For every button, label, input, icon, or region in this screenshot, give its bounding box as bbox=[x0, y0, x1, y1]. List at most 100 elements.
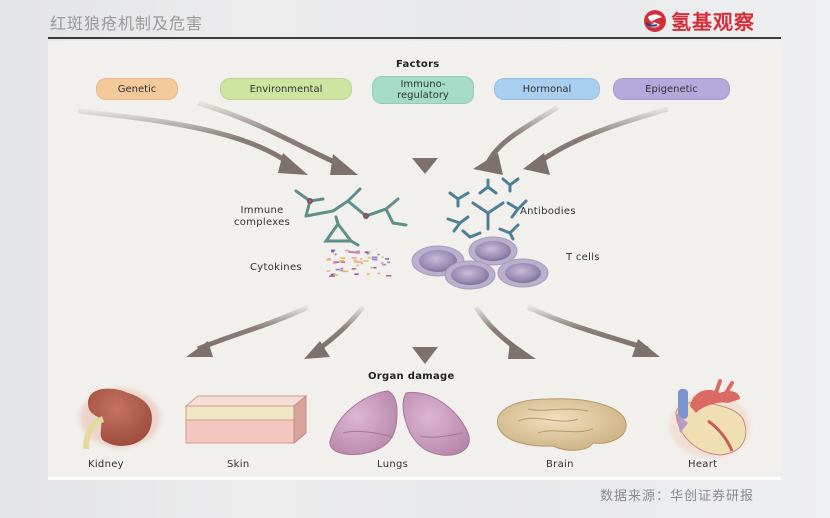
cytokine-speck bbox=[334, 253, 337, 256]
brand-name: 氢基观察 bbox=[671, 10, 755, 34]
cytokine-speck bbox=[331, 249, 336, 252]
heart-illustration bbox=[670, 379, 750, 458]
factors-heading: Factors bbox=[396, 59, 440, 70]
cytokine-speck bbox=[340, 269, 344, 272]
arrow-environmental bbox=[197, 100, 358, 175]
factor-genetic-label: Genetic bbox=[117, 83, 157, 95]
factor-immunoregulatory: Immuno- regulatory bbox=[372, 76, 474, 104]
cytokine-speck bbox=[330, 273, 336, 276]
lupus-mechanism-figure: Factors Genetic Environmental Immuno- re… bbox=[48, 41, 781, 477]
cytokine-speck bbox=[386, 275, 392, 277]
cytokine-speck bbox=[382, 263, 386, 266]
arrow-epigenetic bbox=[523, 106, 669, 175]
cytokine-speck bbox=[331, 250, 334, 253]
brain-illustration bbox=[496, 398, 627, 451]
factor-hormonal: Hormonal bbox=[494, 78, 600, 100]
arrow-to-lungs bbox=[412, 307, 438, 364]
brand: 氢基观察 bbox=[643, 6, 755, 35]
factor-epigenetic: Epigenetic bbox=[613, 78, 730, 100]
cytokine-speck bbox=[356, 261, 363, 263]
organ-arrows bbox=[186, 304, 660, 364]
diagram-graphics bbox=[77, 100, 750, 458]
factor-environmental-label: Environmental bbox=[249, 83, 323, 95]
cytokine-speck bbox=[326, 270, 331, 272]
cytokine-speck bbox=[387, 261, 390, 264]
cytokine-speck bbox=[335, 268, 341, 271]
cytokine-speck bbox=[366, 273, 370, 275]
source-note: 数据来源：华创证券研报 bbox=[600, 489, 755, 504]
cytokine-speck bbox=[354, 273, 359, 275]
organ-skin-label: Skin bbox=[227, 459, 250, 470]
organ-lungs-label: Lungs bbox=[377, 459, 409, 470]
cytokine-speck bbox=[371, 256, 378, 259]
cytokine-speck bbox=[372, 266, 377, 269]
cytokine-speck bbox=[377, 272, 381, 275]
organ-kidney-label: Kidney bbox=[88, 459, 124, 470]
cytokine-speck bbox=[366, 252, 370, 255]
cytokines-label: Cytokines bbox=[250, 262, 302, 273]
cytokine-speck bbox=[333, 274, 339, 276]
cytokine-speck bbox=[356, 250, 360, 253]
immune-complexes-label: Immune complexes bbox=[234, 205, 291, 228]
factor-genetic: Genetic bbox=[96, 78, 178, 100]
cytokine-speck bbox=[364, 251, 369, 253]
factor-environmental: Environmental bbox=[220, 78, 352, 100]
factor-epigenetic-label: Epigenetic bbox=[645, 83, 698, 95]
antibodies-label: Antibodies bbox=[520, 206, 576, 217]
cytokine-speck bbox=[367, 256, 371, 259]
antibodies-illustration bbox=[446, 177, 528, 241]
cytokine-speck bbox=[339, 260, 344, 262]
cytokine-speck bbox=[327, 258, 331, 260]
cytokine-speck bbox=[377, 253, 380, 256]
cytokine-speck bbox=[385, 258, 389, 260]
factor-immunoregulatory-label: Immuno- regulatory bbox=[397, 79, 449, 101]
arrow-to-kidney bbox=[186, 304, 310, 357]
cytokine-speck bbox=[359, 258, 363, 260]
factor-hormonal-label: Hormonal bbox=[522, 83, 572, 95]
cytokine-speck bbox=[381, 256, 384, 258]
cytokine-speck bbox=[360, 262, 364, 265]
bottom-divider bbox=[48, 477, 218, 480]
lungs-illustration bbox=[329, 390, 470, 456]
kidney-illustration bbox=[80, 388, 160, 450]
cytokine-speck bbox=[371, 258, 378, 261]
skin-illustration bbox=[184, 394, 308, 445]
cytokine-speck bbox=[355, 252, 361, 255]
arrow-genetic bbox=[77, 108, 308, 175]
title-divider bbox=[48, 37, 781, 39]
arrow-hormonal bbox=[473, 104, 560, 175]
cytokines-illustration bbox=[326, 249, 392, 277]
t-cells-illustration bbox=[411, 236, 549, 290]
cytokine-speck bbox=[330, 274, 334, 277]
cytokine-speck bbox=[353, 261, 357, 263]
cytokine-speck bbox=[351, 268, 357, 270]
arrow-to-brain bbox=[473, 305, 536, 359]
cytokine-speck bbox=[326, 259, 331, 261]
cytokine-speck bbox=[340, 257, 346, 259]
t-cells-label: T cells bbox=[566, 252, 600, 263]
cytokine-speck bbox=[356, 264, 359, 267]
cytokine-speck bbox=[344, 249, 350, 252]
cytokine-speck bbox=[333, 261, 340, 263]
bottom-divider-right bbox=[218, 477, 781, 480]
slide-title: 红斑狼疮机制及危害 bbox=[50, 14, 204, 33]
cytokine-speck bbox=[370, 266, 374, 269]
organ-damage-heading: Organ damage bbox=[368, 371, 455, 382]
cytokine-speck bbox=[363, 260, 369, 262]
cytokine-speck bbox=[348, 251, 354, 253]
immune-complexes-illustration bbox=[294, 187, 408, 247]
cytokine-speck bbox=[340, 267, 344, 270]
organ-heart-label: Heart bbox=[688, 459, 718, 470]
brand-logo-icon bbox=[644, 9, 666, 32]
arrow-to-skin bbox=[304, 305, 365, 359]
cytokine-speck bbox=[332, 262, 337, 264]
organ-brain-label: Brain bbox=[546, 459, 574, 470]
cytokine-speck bbox=[353, 259, 358, 262]
factor-arrows bbox=[77, 100, 669, 175]
arrow-immunoregulatory bbox=[412, 119, 438, 174]
cytokine-speck bbox=[366, 251, 371, 253]
cytokine-speck bbox=[342, 270, 349, 273]
arrow-to-heart bbox=[526, 304, 660, 357]
cytokine-speck bbox=[351, 257, 357, 259]
cytokine-speck bbox=[380, 262, 384, 264]
